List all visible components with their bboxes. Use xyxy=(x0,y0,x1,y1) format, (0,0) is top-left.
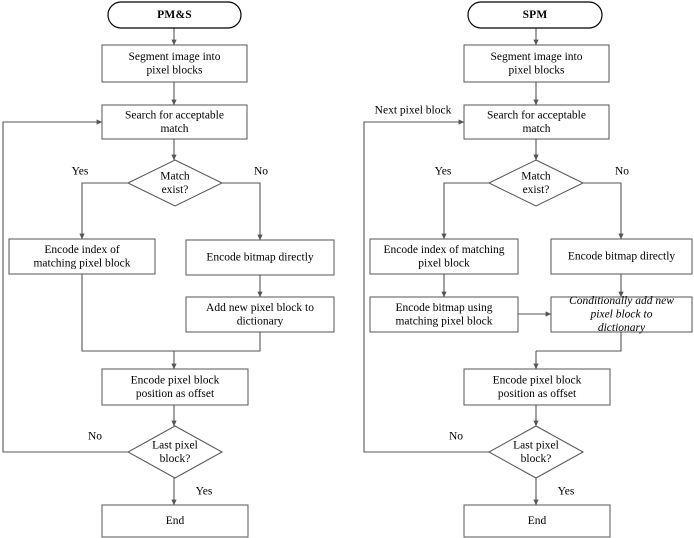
spm-encode-bitmap-step-label: Encode bitmap directly xyxy=(568,250,676,262)
edge-feedback-caption-label: Next pixel block xyxy=(375,105,452,117)
spm-end-terminator[interactable]: End xyxy=(463,504,611,538)
edge-match-no: No xyxy=(222,166,268,241)
edge-match-yes-label: Yes xyxy=(435,166,452,178)
edge-feedback-caption: Next pixel block xyxy=(375,105,452,117)
edge-last-no-feedback: No xyxy=(2,119,128,453)
edge-match-yes: Yes xyxy=(435,166,489,240)
edge-last-no-feedback-line xyxy=(2,119,128,453)
edge-match-no-label: No xyxy=(254,166,268,178)
edge-last-yes-to-end: Yes xyxy=(171,478,213,506)
edge-match-yes-label: Yes xyxy=(72,166,89,178)
edge-last-yes-to-end-label: Yes xyxy=(558,486,575,498)
edge-last-yes-to-end: Yes xyxy=(533,478,575,506)
pms-start-terminator[interactable]: PM&S xyxy=(107,1,242,29)
edge-last-no-feedback-label: No xyxy=(88,431,102,443)
edge-condadd-to-junction xyxy=(536,332,622,352)
edge-match-yes-line xyxy=(79,182,128,240)
edge-match-no-line xyxy=(222,182,263,241)
edge-match-yes: Yes xyxy=(72,166,128,240)
edge-condadd-to-junction-line xyxy=(536,332,622,352)
edge-match-no-label: No xyxy=(615,166,629,178)
pms-end-terminator-label: End xyxy=(166,515,185,527)
spm-start-terminator-label: SPM xyxy=(523,9,548,21)
pms-encode-bitmap-step[interactable]: Encode bitmap directly xyxy=(185,239,335,276)
edge-match-yes-line xyxy=(441,182,489,240)
edge-match-no-line xyxy=(583,182,624,240)
edge-last-no-feedback-label: No xyxy=(449,431,463,443)
edge-merge-to-encpos xyxy=(81,274,261,352)
edge-match-no: No xyxy=(583,166,629,240)
edge-last-no-feedback-line xyxy=(363,119,489,453)
edge-last-yes-to-end-label: Yes xyxy=(196,486,213,498)
spm-encode-bitmap-step[interactable]: Encode bitmap directly xyxy=(550,238,693,275)
spm-end-terminator-label: End xyxy=(528,515,547,527)
spm-start-terminator[interactable]: SPM xyxy=(467,1,603,29)
pms-start-terminator-label: PM&S xyxy=(157,9,192,21)
edge-merge-to-encpos-line xyxy=(81,274,261,352)
pms-encode-bitmap-step-label: Encode bitmap directly xyxy=(206,251,314,263)
edge-last-no-feedback: No xyxy=(363,119,489,453)
pms-end-terminator[interactable]: End xyxy=(101,504,249,538)
